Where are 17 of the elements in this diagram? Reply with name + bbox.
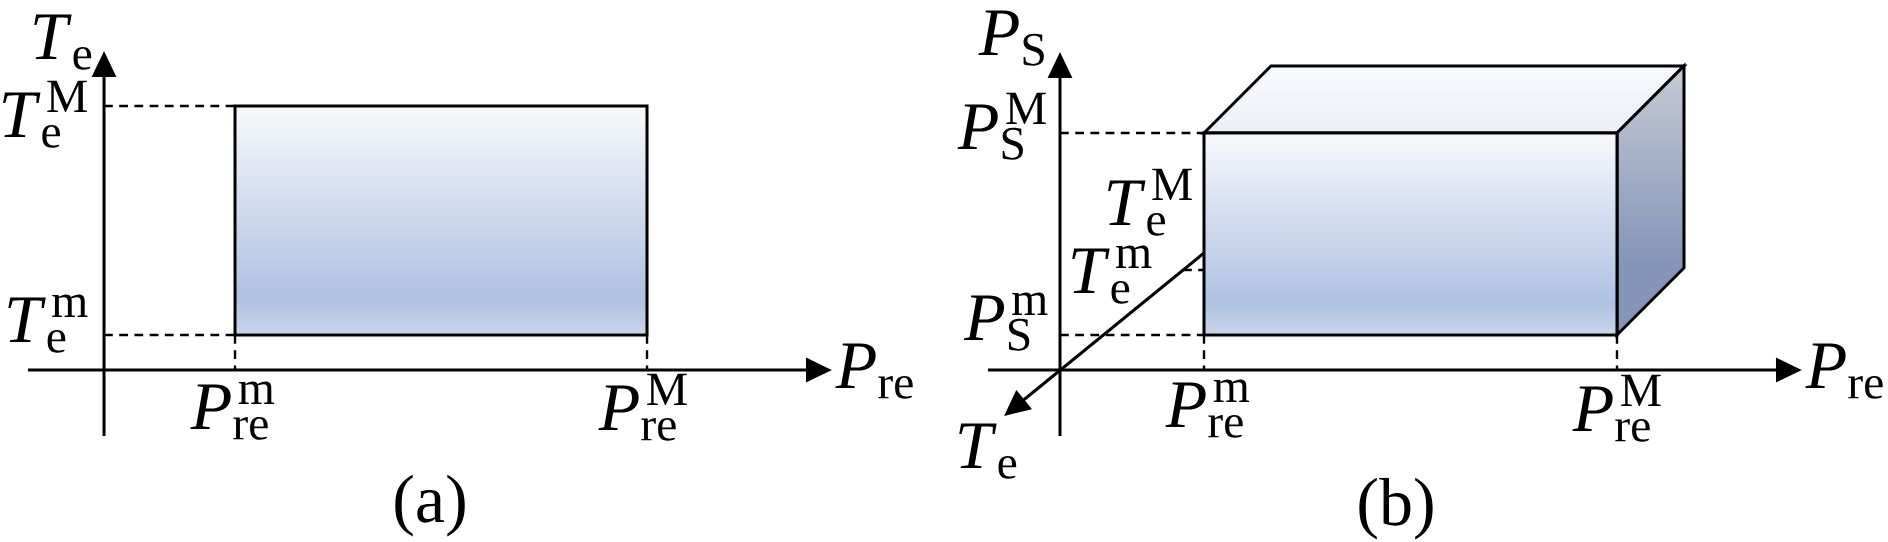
tick-label: P$_{re}$M (1572, 374, 1661, 442)
panel-label: (a) (395, 474, 465, 537)
tick-label: T$_{e}$m (1072, 245, 1152, 304)
tick-label: P$_{re}$m (1165, 379, 1250, 438)
axis-label: P$_{re}$ (1805, 343, 1883, 399)
axis-label: T$_{e}$ (959, 423, 1017, 479)
panel-label: (b) (1359, 477, 1433, 540)
axis-label: P$_{re}$ (835, 343, 913, 399)
tick-label: P$_{re}$m (190, 381, 275, 440)
axis-label: T$_{e}$ (34, 14, 92, 70)
tick-label: P$_{S}$M (957, 92, 1046, 160)
tick-label: T$_{e}$M (3, 80, 87, 148)
tick-label: T$_{e}$m (8, 294, 88, 353)
tick-label: T$_{e}$M (1108, 168, 1192, 236)
axis-label: P$_{S}$ (978, 10, 1044, 66)
tick-label: P$_{re}$M (598, 373, 687, 441)
tick-label: P$_{S}$m (963, 292, 1048, 351)
